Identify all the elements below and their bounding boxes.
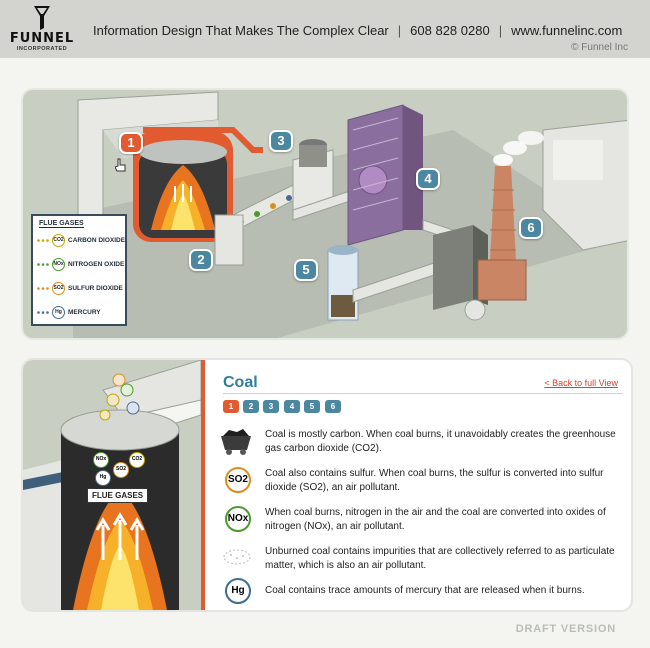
fact-text: Unburned coal contains impurities that a… [265,546,615,571]
mercury-icon: Hg [225,578,251,604]
detail-title: Coal [223,374,258,391]
so2-icon: SO2 [225,467,251,493]
coal-detail-panel: NOx Hg SO2 CO2 FLUE GASES Coal < Back to… [21,358,633,612]
hand-cursor-icon [115,158,126,172]
coal-cart-icon [221,429,251,455]
draft-version-label: DRAFT VERSION [515,623,616,635]
website-link[interactable]: www.funnelinc.com [511,23,623,38]
step-tab-6[interactable]: 6 [325,400,341,413]
legend-label: NITROGEN OXIDE [68,261,125,268]
legend-item: NOx NITROGEN OXIDE [37,258,127,272]
step-tab-2[interactable]: 2 [243,400,259,413]
legend-item: Hg MERCURY [37,306,127,320]
so2-chip: SO2 [113,462,129,478]
nox-icon: NOx [225,506,251,532]
boiler-closeup [23,360,202,610]
smokestack [477,131,544,301]
step-6-badge[interactable]: 6 [519,217,543,239]
header-tagline: Information Design That Makes The Comple… [93,23,623,38]
scrubber-unit [292,139,354,221]
logo-subtitle: INCORPORATED [16,46,68,52]
funnel-icon [34,6,50,30]
dots-icon [37,239,49,242]
phone-number: 608 828 0280 [410,23,490,38]
step-2-badge[interactable]: 2 [189,249,213,271]
flue-gases-legend: FLUE GASES CO2 CARBON DIOXIDE NOx NITROG… [31,214,127,326]
logo-name: FUNNEL [9,31,75,46]
mercury-filter [327,245,444,321]
power-plant-overview: 1 2 3 4 5 6 FLUE GASES CO2 CARBON DIOXID… [21,88,629,340]
step-tab-4[interactable]: 4 [284,400,300,413]
back-to-full-view-link[interactable]: < Back to full View [544,378,618,388]
site-header: FUNNEL INCORPORATED Information Design T… [0,0,650,58]
nox-chip: NOx [52,258,65,271]
fact-text: Coal also contains sulfur. When coal bur… [265,468,604,493]
fact-text: When coal burns, nitrogen in the air and… [265,507,606,532]
fact-text: Coal is mostly carbon. When coal burns, … [265,429,616,454]
dots-icon [37,311,49,314]
funnel-logo[interactable]: FUNNEL INCORPORATED [6,4,78,54]
step-tab-3[interactable]: 3 [263,400,279,413]
power-plant-illustration [73,91,627,338]
step-5-badge[interactable]: 5 [294,259,318,281]
title-divider [223,393,623,394]
step-1-badge[interactable]: 1 [119,132,143,154]
legend-label: MERCURY [68,309,101,316]
legend-label: SULFUR DIOXIDE [68,285,123,292]
tagline-text: Information Design That Makes The Comple… [93,23,389,38]
hg-chip: Hg [95,470,111,486]
co2-chip: CO2 [52,234,65,247]
particulate-icon [223,549,251,565]
so2-chip: SO2 [52,282,65,295]
precipitator [347,104,423,246]
co2-chip: CO2 [129,452,145,468]
legend-item: CO2 CARBON DIOXIDE [37,234,127,248]
boiler [133,127,263,242]
flue-gases-label: FLUE GASES [87,488,149,503]
boiler-closeup-illustration: NOx Hg SO2 CO2 FLUE GASES [23,360,202,610]
legend-title: FLUE GASES [39,220,84,228]
legend-item: SO2 SULFUR DIOXIDE [37,282,127,296]
hg-chip: Hg [52,306,65,319]
dots-icon [37,287,49,290]
step-tab-5[interactable]: 5 [304,400,320,413]
dots-icon [37,263,49,266]
copyright: © Funnel Inc [571,42,628,53]
step-4-badge[interactable]: 4 [416,168,440,190]
step-tab-1[interactable]: 1 [223,400,239,413]
fact-text: Coal contains trace amounts of mercury t… [265,585,585,596]
nox-chip: NOx [93,452,109,468]
legend-label: CARBON DIOXIDE [68,237,126,244]
step-3-badge[interactable]: 3 [269,130,293,152]
detail-divider [201,360,205,610]
